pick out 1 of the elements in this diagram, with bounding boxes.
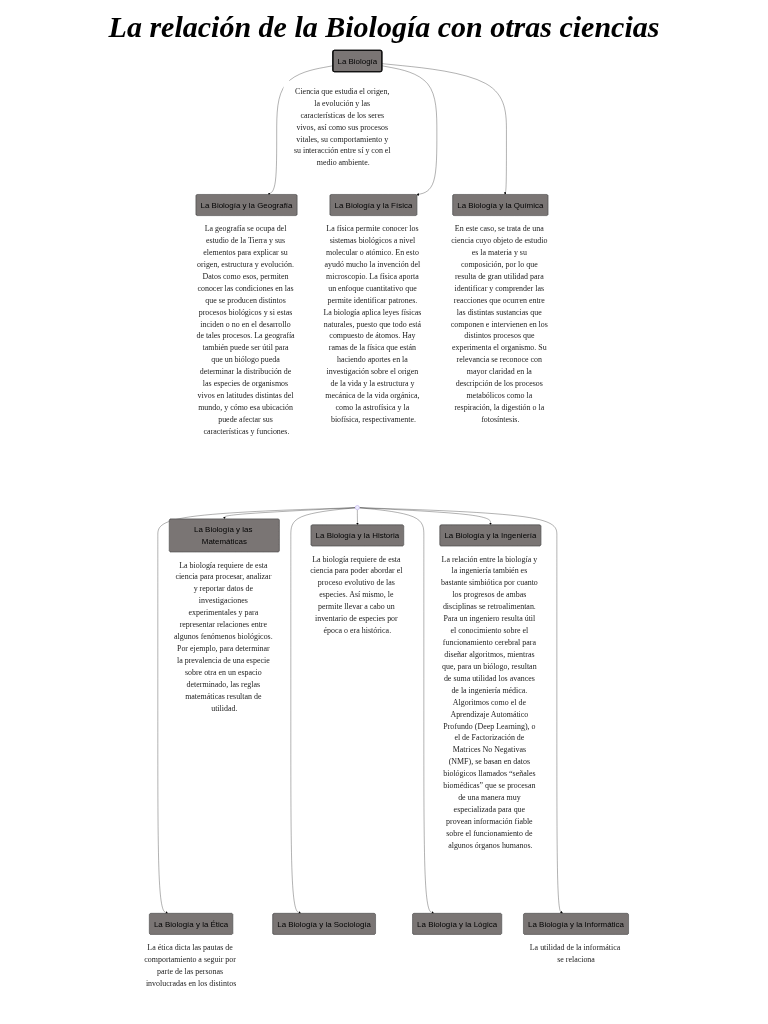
diagram-title: La relación de la Biología con otras ciencias (107, 10, 661, 44)
